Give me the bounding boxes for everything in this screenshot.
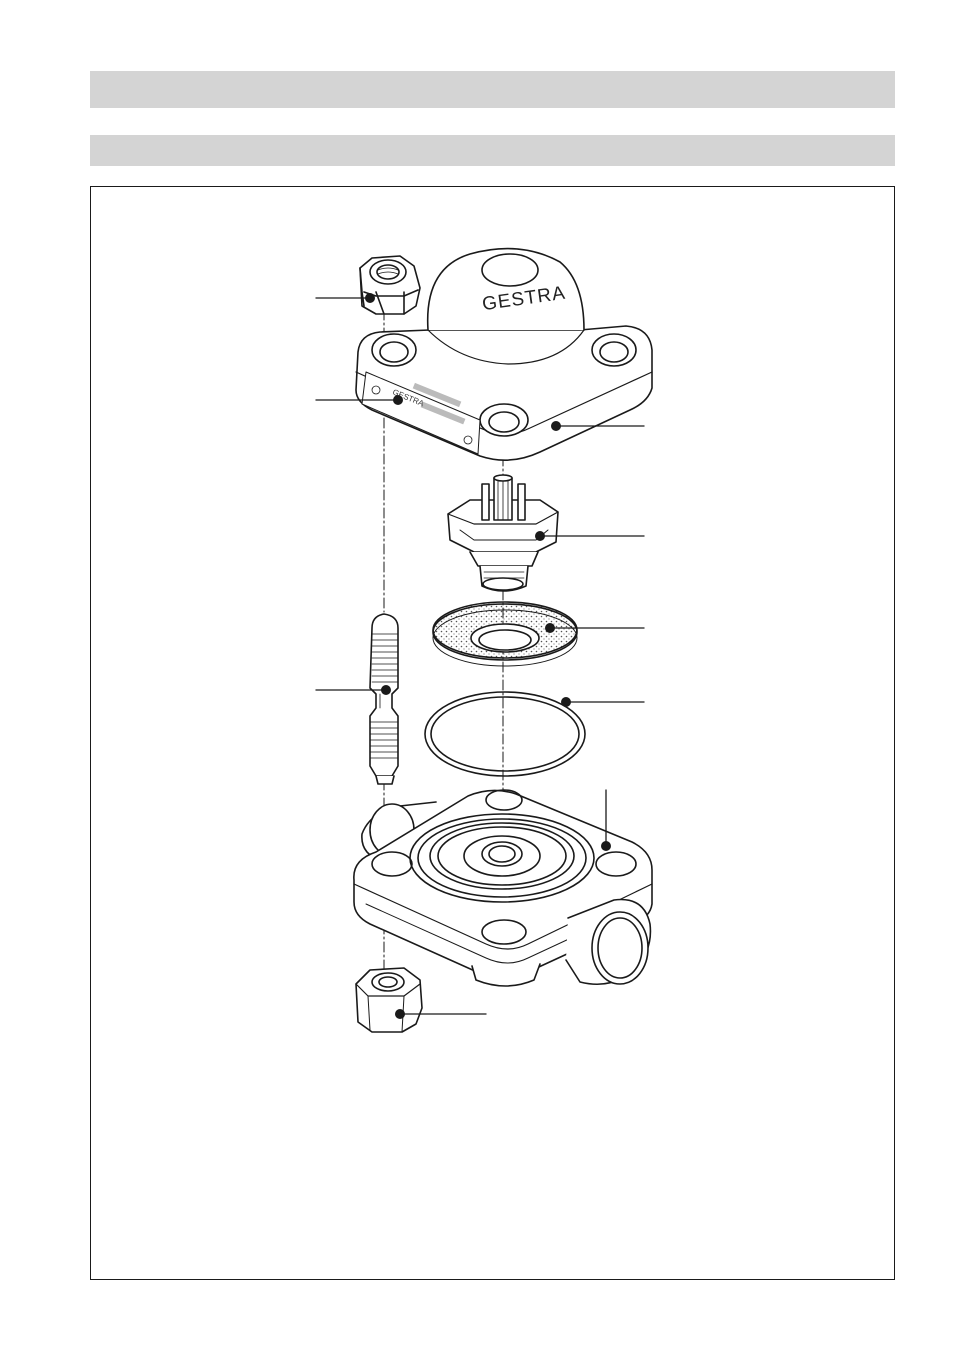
subheader-bar — [90, 135, 895, 166]
header-bar — [90, 71, 895, 108]
gasket-ring — [424, 691, 586, 777]
valve-body — [353, 789, 653, 987]
figure-frame — [90, 186, 895, 1280]
strainer-disc — [432, 601, 578, 667]
cap-nut-top — [359, 255, 421, 315]
stud-bolt — [369, 613, 399, 785]
leader-dots — [365, 293, 611, 1019]
leader-lines — [315, 297, 645, 1015]
regulator-insert — [447, 474, 559, 592]
nut-bottom — [355, 967, 423, 1033]
